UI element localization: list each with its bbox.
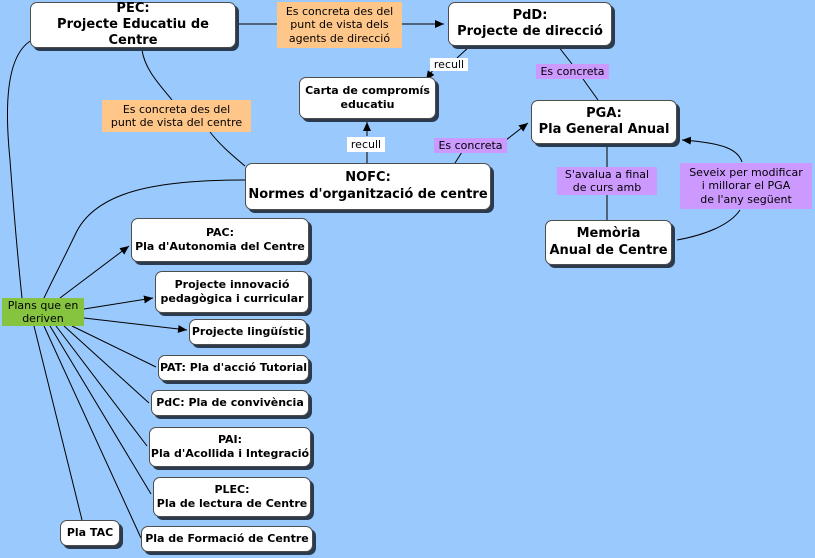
node-pga-text: PGA: Pla General Anual xyxy=(538,105,670,137)
node-pat-text: PAT: Pla d'acció Tutorial xyxy=(159,361,308,375)
link-pdd-recull xyxy=(456,45,471,59)
label-plans-text: Plans que en deriven xyxy=(7,298,79,325)
link-plans-pai xyxy=(55,325,148,447)
node-linguistic-text: Projecte lingüístic xyxy=(191,325,305,339)
link-pec-centre xyxy=(141,49,173,101)
label-recull-mid: recull xyxy=(347,137,385,152)
link-plans-innovacio xyxy=(83,295,154,310)
label-agents-text: Es concreta des del punt de vista dels a… xyxy=(285,5,394,45)
link-plans-tac xyxy=(33,325,83,521)
link-concreta-pga xyxy=(582,78,599,101)
node-pai[interactable]: PAI: Pla d'Acollida i Integració xyxy=(149,427,311,467)
node-innovacio[interactable]: Projecte innovació pedagògica i curricul… xyxy=(155,271,309,313)
label-avalua: S'avalua a final de curs amb xyxy=(557,167,657,195)
label-recull-mid-text: recull xyxy=(350,137,382,151)
link-plans-plec xyxy=(49,325,152,495)
link-pec-plans xyxy=(6,39,33,299)
node-tac-text: Pla TAC xyxy=(66,526,114,540)
label-concreta-pga: Es concreta xyxy=(536,64,609,79)
label-concreta-pga-text: Es concreta xyxy=(540,64,605,78)
node-pat[interactable]: PAT: Pla d'acció Tutorial xyxy=(158,355,309,381)
node-carta[interactable]: Carta de compromís educatiu xyxy=(299,77,436,119)
node-pec[interactable]: PEC: Projecte Educatiu de Centre xyxy=(30,0,236,49)
node-linguistic[interactable]: Projecte lingüístic xyxy=(189,319,307,345)
link-centre-nofc xyxy=(209,131,246,167)
link-pdd-concreta xyxy=(557,45,573,65)
node-formacio[interactable]: Pla de Formació de Centre xyxy=(141,526,313,552)
label-modificar: Seveix per modificar i millorar el PGA d… xyxy=(680,163,812,209)
link-plans-pac xyxy=(59,245,130,299)
node-pdd-text: PdD: Projecte de direcció xyxy=(457,7,603,39)
label-centre-text: Es concreta des del punt de vista del ce… xyxy=(110,102,243,129)
link-nofc-plans xyxy=(43,179,246,299)
node-formacio-text: Pla de Formació de Centre xyxy=(145,532,309,546)
link-concreta-pga-2 xyxy=(505,122,529,141)
node-memoria[interactable]: Memòria Anual de Centre xyxy=(545,220,672,265)
node-nofc[interactable]: NOFC: Normes d'organització de centre xyxy=(245,163,491,210)
label-concreta-nofc: Es concreta xyxy=(434,138,507,153)
node-nofc-text: NOFC: Normes d'organització de centre xyxy=(248,170,488,202)
label-recull-top-text: recull xyxy=(433,57,465,71)
link-modificar-pga xyxy=(681,136,743,163)
node-pdc[interactable]: PdC: Pla de convivència xyxy=(151,390,309,416)
node-pdd[interactable]: PdD: Projecte de direcció xyxy=(448,2,612,46)
link-plans-formacio xyxy=(43,325,142,539)
node-tac[interactable]: Pla TAC xyxy=(60,520,120,546)
label-modificar-text: Seveix per modificar i millorar el PGA d… xyxy=(689,166,803,206)
node-carta-text: Carta de compromís educatiu xyxy=(305,84,430,111)
link-plans-pdc xyxy=(63,325,150,404)
label-avalua-text: S'avalua a final de curs amb xyxy=(564,167,650,194)
link-plans-pat xyxy=(71,325,157,368)
label-centre: Es concreta des del punt de vista del ce… xyxy=(102,100,251,132)
link-memoria-modificar xyxy=(676,209,741,241)
node-pdc-text: PdC: Pla de convivència xyxy=(156,396,304,410)
node-pac[interactable]: PAC: Pla d'Autonomia del Centre xyxy=(131,218,309,262)
label-recull-top: recull xyxy=(430,58,468,71)
node-pga[interactable]: PGA: Pla General Anual xyxy=(531,100,677,144)
label-concreta-nofc-text: Es concreta xyxy=(438,138,503,152)
node-pec-text: PEC: Projecte Educatiu de Centre xyxy=(57,0,209,49)
node-pac-text: PAC: Pla d'Autonomia del Centre xyxy=(135,226,305,253)
node-pai-text: PAI: Pla d'Acollida i Integració xyxy=(150,433,310,460)
label-plans: Plans que en deriven xyxy=(2,298,84,326)
label-agents: Es concreta des del punt de vista dels a… xyxy=(277,2,402,48)
link-plans-linguistic xyxy=(83,317,188,333)
node-plec-text: PLEC: Pla de lectura de Centre xyxy=(156,483,308,510)
link-nofc-concreta xyxy=(454,151,463,164)
node-innovacio-text: Projecte innovació pedagògica i curricul… xyxy=(160,278,304,305)
node-memoria-text: Memòria Anual de Centre xyxy=(549,226,668,258)
node-plec[interactable]: PLEC: Pla de lectura de Centre xyxy=(153,477,311,517)
